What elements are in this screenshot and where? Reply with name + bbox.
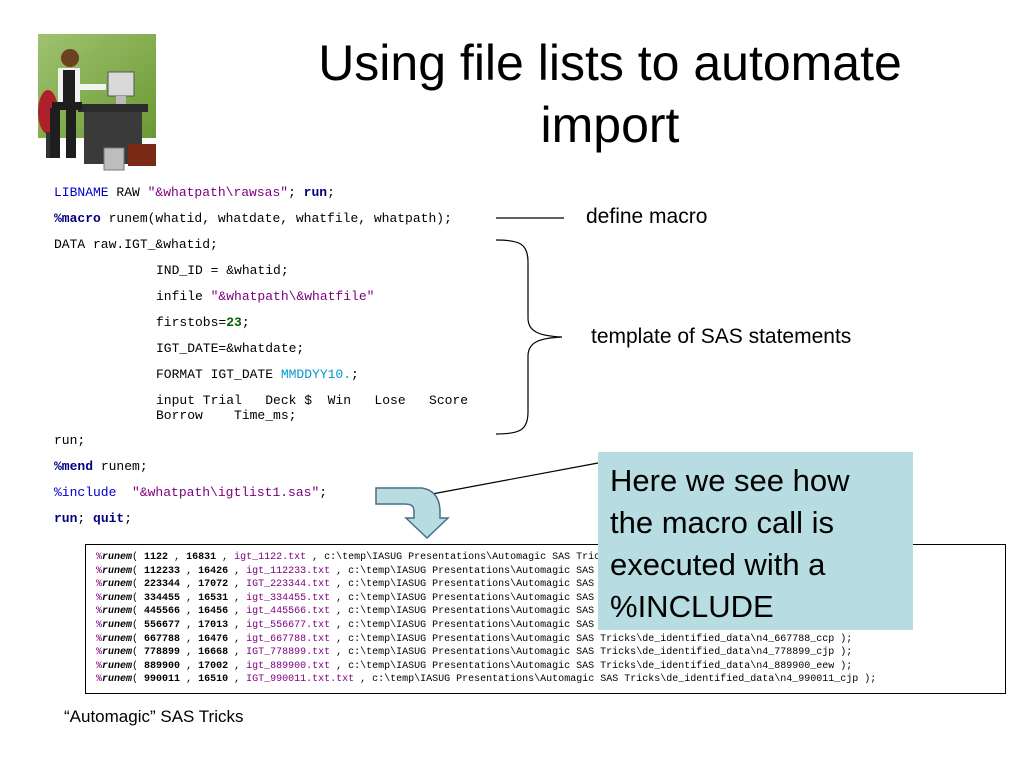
code-line-macro: %macro runem(whatid, whatdate, whatfile,… <box>54 211 452 226</box>
macro-call-line: %runem( 778899 , 16668 , IGT_778899.txt … <box>96 647 853 659</box>
footer-text: “Automagic” SAS Tricks <box>64 707 244 726</box>
code-line-include: %include "&whatpath\igtlist1.sas"; <box>54 485 328 500</box>
code-line-mend: %mend runem; <box>54 459 148 474</box>
callout-pointer-line <box>415 462 599 498</box>
macro-call-line: %runem( 990011 , 16510 , IGT_990011.txt.… <box>96 674 877 686</box>
define-macro-label: define macro <box>586 205 708 228</box>
template-brace <box>495 239 563 435</box>
code-line-input-1: input Trial Deck $ Win Lose Score <box>156 393 469 408</box>
include-callout: Here we see how the macro call is execut… <box>598 452 913 630</box>
code-line-run-quit: run; quit; <box>54 511 133 526</box>
template-label: template of SAS statements <box>591 325 852 348</box>
code-line-format: FORMAT IGT_DATE MMDDYY10.; <box>156 367 359 382</box>
office-worker-clipart <box>38 34 156 171</box>
code-line-igtdate: IGT_DATE=&whatdate; <box>156 341 305 356</box>
macro-calls-box: %runem( 1122 , 16831 , igt_1122.txt , c:… <box>85 544 1006 694</box>
code-line-indid: IND_ID = &whatid; <box>156 263 289 278</box>
code-line-run: run; <box>54 433 86 448</box>
slide-title: Using file lists to automate import <box>318 35 902 153</box>
code-line-input-2: Borrow Time_ms; <box>156 408 297 423</box>
code-line-libname: LIBNAME RAW "&whatpath\rawsas"; run; <box>54 185 335 200</box>
macro-call-line: %runem( 889900 , 17002 , igt_889900.txt … <box>96 660 853 672</box>
code-line-data: DATA raw.IGT_&whatid; <box>54 237 218 252</box>
down-arrow-icon <box>375 487 450 540</box>
code-line-firstobs: firstobs=23; <box>156 315 250 330</box>
code-line-infile: infile "&whatpath\&whatfile" <box>156 289 375 304</box>
macro-call-line: %runem( 667788 , 16476 , igt_667788.txt … <box>96 633 853 645</box>
